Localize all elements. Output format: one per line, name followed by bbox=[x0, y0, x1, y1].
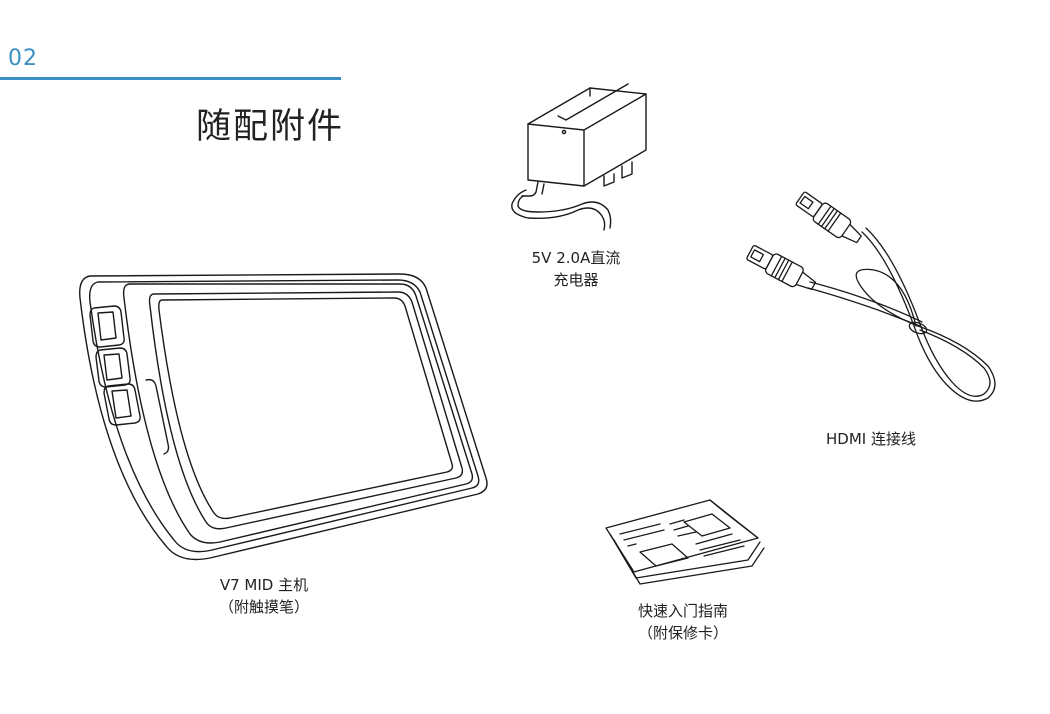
charger-caption-line2: 充电器 bbox=[553, 271, 599, 289]
header-rule bbox=[0, 77, 341, 80]
tablet-caption-line2: （附触摸笔） bbox=[218, 598, 309, 616]
page-number: 02 bbox=[8, 46, 38, 71]
page-title: 随配附件 bbox=[195, 107, 344, 147]
charger-illustration-icon bbox=[498, 80, 658, 240]
hdmi-caption-line1: HDMI 连接线 bbox=[826, 430, 916, 448]
tablet-illustration-icon bbox=[70, 268, 490, 568]
guide-caption: 快速入门指南 （附保修卡） bbox=[608, 600, 758, 644]
hdmi-caption: HDMI 连接线 bbox=[806, 428, 936, 450]
guide-caption-line1: 快速入门指南 bbox=[637, 602, 728, 620]
tablet-caption-line1: V7 MID 主机 bbox=[219, 576, 309, 594]
guide-caption-line2: （附保修卡） bbox=[637, 624, 728, 642]
quick-guide-illustration-icon bbox=[600, 494, 770, 594]
hdmi-cable-illustration-icon bbox=[738, 176, 1008, 436]
tablet-caption: V7 MID 主机 （附触摸笔） bbox=[204, 574, 324, 618]
charger-caption-line1: 5V 2.0A直流 bbox=[531, 249, 621, 267]
charger-caption: 5V 2.0A直流 充电器 bbox=[511, 247, 641, 291]
